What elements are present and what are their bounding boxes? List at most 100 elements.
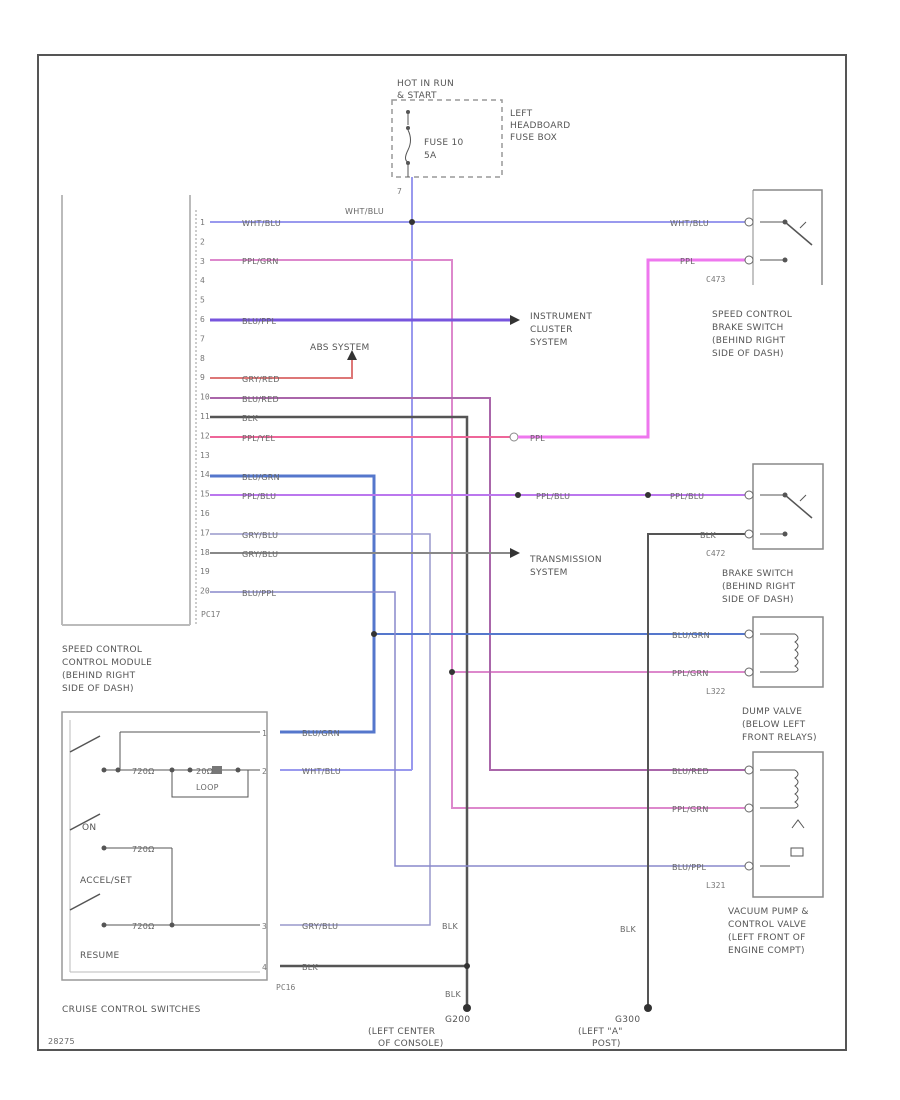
module-name-3: (BEHIND RIGHT <box>62 671 136 681</box>
ground-g300: G300 <box>615 1015 640 1025</box>
switch2-name-3: SIDE OF DASH) <box>722 595 794 605</box>
label-w3: PPL/GRN <box>242 257 279 266</box>
switch2-name-2: (BEHIND RIGHT <box>722 582 796 592</box>
ground-g200: G200 <box>445 1015 470 1025</box>
brake-switch: C472 BRAKE SWITCH (BEHIND RIGHT SIDE OF … <box>706 463 824 605</box>
module-pin-10: 10 <box>200 393 210 402</box>
dump-valve-name-1: DUMP VALVE <box>742 707 802 717</box>
label-w1-top: WHT/BLU <box>345 207 384 216</box>
switch2-connector: C472 <box>706 549 725 558</box>
label-w17: GRY/BLU <box>242 550 278 559</box>
fuse-box-line1: LEFT <box>510 109 533 119</box>
label-ld1-blupp: BLU/PPL <box>672 863 707 872</box>
module-connector: PC17 <box>201 610 220 619</box>
label-w20: BLU/PPL <box>242 589 277 598</box>
vacuum-pump-name-2: CONTROL VALVE <box>728 920 806 930</box>
module-pin-16: 16 <box>200 509 210 518</box>
module-pin-12: 12 <box>200 431 210 440</box>
label-blk-right: BLK <box>700 531 717 540</box>
cruise-pin-4: 4 <box>262 963 267 972</box>
label-w6: BLU/PPL <box>242 317 277 326</box>
label-w1: WHT/BLU <box>242 219 281 228</box>
hot-junction-line1: HOT IN RUN <box>397 79 454 89</box>
cruise-loop: LOOP <box>196 783 219 792</box>
system-references: ABS SYSTEM INSTRUMENT CLUSTER SYSTEM TRA… <box>310 312 602 578</box>
label-gnd-blk3: BLK <box>620 925 637 934</box>
module-name-4: SIDE OF DASH) <box>62 684 134 694</box>
fuse-box-line3: FUSE BOX <box>510 133 557 143</box>
module-name-2: CONTROL MODULE <box>62 658 152 668</box>
label-sw-blk: BLK <box>302 963 319 972</box>
label-w12-right: PPL <box>530 434 545 443</box>
instrument-cluster-2: CLUSTER <box>530 325 573 335</box>
ground-g300-line1: (LEFT "A" <box>578 1027 623 1037</box>
fuse-label: FUSE 10 <box>424 138 464 148</box>
switch1-name-4: SIDE OF DASH) <box>712 349 784 359</box>
module-pin-17: 17 <box>200 528 210 537</box>
module-pin-6: 6 <box>200 315 205 324</box>
wire-blu-red <box>210 397 745 771</box>
wire-blk-switch2 <box>647 533 745 1008</box>
cruise-on-label: ON <box>82 823 96 833</box>
dump-valve-name-2: (BELOW LEFT <box>742 720 806 730</box>
speed-control-brake-switch: C473 SPEED CONTROL BRAKE SWITCH (BEHIND … <box>706 189 823 359</box>
label-sw-grybl: GRY/BLU <box>302 922 338 931</box>
dump-valve: L322 DUMP VALVE (BELOW LEFT FRONT RELAYS… <box>706 616 824 743</box>
label-w15-right: PPL/BLU <box>670 492 704 501</box>
module-pin-15: 15 <box>200 490 210 499</box>
switch1-connector: C473 <box>706 275 725 284</box>
label-gnd-blk1: BLK <box>442 922 459 931</box>
module-pin-20: 20 <box>200 587 210 596</box>
module-pin-5: 5 <box>200 296 205 305</box>
label-w15-mid: PPL/BLU <box>536 492 570 501</box>
wire-blu-ppl-20 <box>210 591 745 867</box>
dump-valve-name-3: FRONT RELAYS) <box>742 733 817 743</box>
module-pin-2: 2 <box>200 237 205 246</box>
switch1-name-1: SPEED CONTROL <box>712 310 792 320</box>
label-ld1-blured: BLU/RED <box>672 767 709 776</box>
vacuum-pump-connector: L321 <box>706 881 725 890</box>
label-w12: PPL/YEL <box>242 434 276 443</box>
wire-blk-11 <box>210 415 469 1008</box>
module-pin-13: 13 <box>200 451 210 460</box>
cruise-accel-label: ACCEL/SET <box>80 876 132 886</box>
cruise-pin-3: 3 <box>262 922 267 931</box>
module-pin-18: 18 <box>200 548 210 557</box>
cruise-control-switches: ON ACCEL/SET RESUME 720Ω 20Ω 720Ω 720Ω L… <box>61 711 295 1015</box>
cruise-connector: PC16 <box>276 983 295 992</box>
label-sw-blugrn: BLU/GRN <box>302 729 340 738</box>
vacuum-pump-name-4: ENGINE COMPT) <box>728 946 805 956</box>
fuse-rating: 5A <box>424 151 437 161</box>
fuse-terminal: 7 <box>397 187 402 196</box>
label-ld1-pplgrn: PPL/GRN <box>672 805 709 814</box>
module-pin-8: 8 <box>200 354 205 363</box>
wire-gry-blu-16 <box>210 533 431 926</box>
transmission-1: TRANSMISSION <box>529 555 602 565</box>
abs-system-label: ABS SYSTEM <box>310 343 370 353</box>
module-pin-7: 7 <box>200 334 205 343</box>
label-ppl-right: PPL <box>680 257 695 266</box>
diagram-frame <box>37 54 847 1051</box>
wire-harness <box>210 177 745 1012</box>
wire-labels: WHT/BLU WHT/BLU WHT/BLU PPL/GRN BLU/PPL … <box>242 207 717 999</box>
dump-valve-connector: L322 <box>706 687 725 696</box>
cruise-r2: 20Ω <box>196 767 213 776</box>
module-pin-1: 1 <box>200 218 205 227</box>
grounds: G200 (LEFT CENTER OF CONSOLE) G300 (LEFT… <box>368 1015 640 1049</box>
label-w11: BLK <box>242 414 259 423</box>
module-pin-4: 4 <box>200 276 205 285</box>
ground-g300-line2: POST) <box>592 1039 621 1049</box>
wire-gry-red <box>210 358 353 379</box>
hot-junction-line2: & START <box>397 91 437 101</box>
cruise-pin-1: 1 <box>262 729 267 738</box>
label-gnd-blk2: BLK <box>445 990 462 999</box>
label-w9: GRY/RED <box>242 375 280 384</box>
module-pin-19: 19 <box>200 567 210 576</box>
instrument-cluster-1: INSTRUMENT <box>530 312 592 322</box>
module-name-1: SPEED CONTROL <box>62 645 142 655</box>
label-w14: BLU/GRN <box>242 473 280 482</box>
module-pin-14: 14 <box>200 470 210 479</box>
label-w10: BLU/RED <box>242 395 279 404</box>
